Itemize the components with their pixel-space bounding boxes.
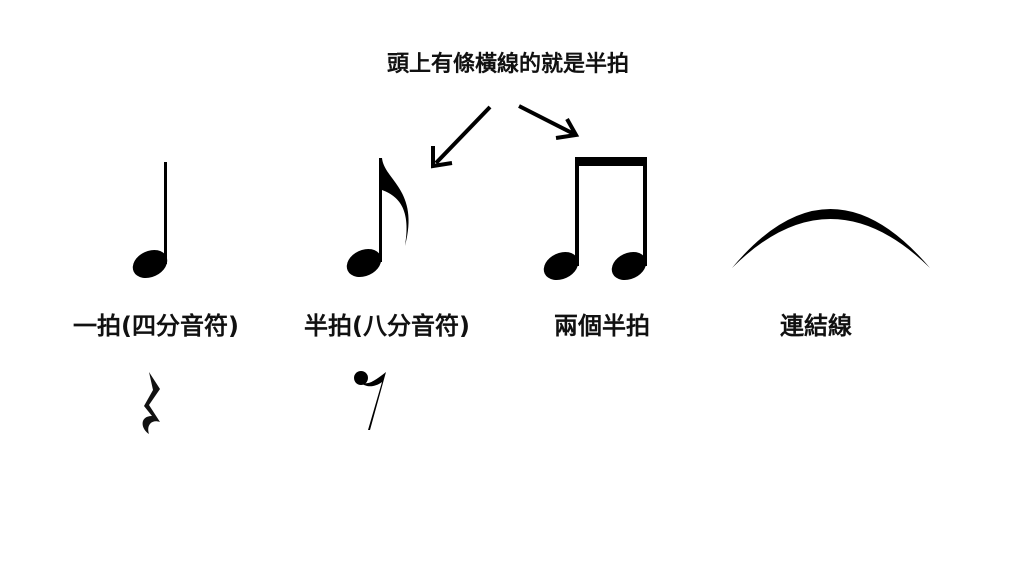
eighth-note-icon — [346, 158, 409, 278]
label-tie: 連結線 — [780, 312, 852, 340]
diagram-title: 頭上有條橫線的就是半拍 — [386, 52, 630, 77]
beamed-eighth-notes-icon — [543, 157, 647, 281]
arrow-right — [518, 104, 580, 140]
label-quarter-note: 一拍(四分音符) — [73, 312, 239, 340]
label-eighth-note: 半拍(八分音符) — [304, 312, 470, 340]
tie-icon — [732, 209, 930, 268]
eighth-rest-icon — [354, 371, 386, 430]
arrow-left — [431, 105, 492, 169]
label-two-eighths: 兩個半拍 — [554, 312, 650, 340]
quarter-rest-icon — [142, 372, 160, 434]
quarter-note-icon — [132, 162, 168, 279]
